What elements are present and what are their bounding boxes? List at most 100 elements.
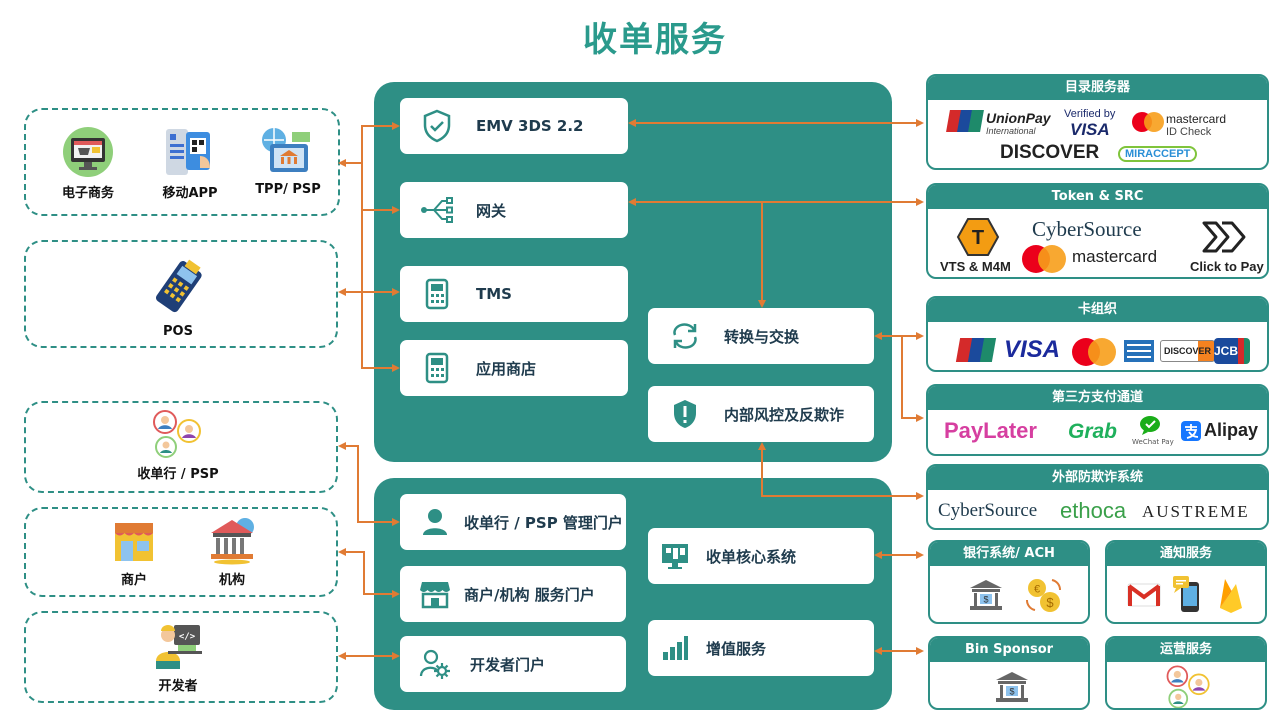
gateway-box[interactable]: 网关 [400, 182, 628, 238]
risk-label: 内部风控及反欺诈 [724, 405, 845, 424]
card-visa-text: VISA [1004, 336, 1061, 363]
svg-text:€: € [1034, 584, 1040, 596]
developer-label: 开发者 [158, 679, 198, 694]
user-gear-icon [419, 649, 450, 679]
card-jcb-logo: JCB [1214, 338, 1250, 364]
app-store-label: 应用商店 [476, 359, 537, 378]
channel-developer: </> 开发者 [138, 621, 218, 694]
merchant-portal-box[interactable]: 商户/机构 服务门户 [400, 566, 626, 622]
pos-label: POS [163, 324, 193, 339]
tms-label: TMS [476, 285, 512, 303]
channel-institution: 机构 [192, 515, 272, 588]
mc-idcheck-text: mastercard [1166, 112, 1227, 126]
ops-title: 运营服务 [1107, 638, 1265, 662]
emv3ds-label: EMV 3DS 2.2 [476, 117, 584, 135]
developer-icon: </> [156, 625, 202, 669]
dashboard-icon [662, 544, 688, 569]
storefront-icon [420, 582, 450, 609]
card-unionpay-logo [955, 338, 997, 362]
bank-building-icon: $ [970, 580, 1002, 610]
token-title: Token & SRC [928, 185, 1267, 209]
acquirer-psp-label: 收单行 / PSP [137, 467, 219, 482]
core-system-box[interactable]: 收单核心系统 [648, 528, 874, 584]
tms-box[interactable]: TMS [400, 266, 628, 322]
sms-phone-icon [1173, 576, 1199, 612]
shield-check-icon [423, 109, 451, 143]
user-icon [423, 509, 447, 535]
notify-title: 通知服务 [1107, 542, 1265, 566]
card-mastercard-logo [1072, 338, 1116, 366]
click-to-pay-text: Click to Pay [1190, 259, 1264, 274]
unionpay-sub-text: International [986, 126, 1036, 136]
panel-third-party: 第三方支付通道 PayLater Grab WeChat Pay Alipay [926, 384, 1269, 456]
ethoca-text: ethoca [1060, 498, 1127, 523]
third-party-title: 第三方支付通道 [928, 386, 1267, 410]
ecommerce-label: 电子商务 [61, 186, 114, 201]
value-added-box[interactable]: 增值服务 [648, 620, 874, 676]
tpp-psp-icon [262, 128, 310, 172]
merchant-shop-icon [115, 523, 153, 561]
discover-text: DISCOVER [1000, 142, 1100, 163]
paylater-text: PayLater [944, 418, 1037, 443]
emv3ds-box[interactable]: EMV 3DS 2.2 [400, 98, 628, 154]
shield-alert-icon [674, 400, 696, 428]
svg-text:</>: </> [179, 632, 196, 642]
dev-portal-box[interactable]: 开发者门户 [400, 636, 626, 692]
unionpay-text: UnionPay [986, 110, 1051, 126]
click-to-pay-icon [1202, 221, 1246, 253]
panel-card-org: 卡组织 VISA DISCOVER JCB [926, 296, 1269, 372]
panel-bin-sponsor: Bin Sponsor $ [928, 636, 1090, 710]
alipay-icon [1181, 421, 1201, 441]
terminal-icon [425, 278, 449, 310]
token-mastercard-text: mastercard [1072, 247, 1158, 266]
verified-visa-text: VISA [1070, 120, 1110, 139]
channel-group-pos: POS [24, 240, 338, 348]
directory-title: 目录服务器 [928, 76, 1267, 100]
core-system-label: 收单核心系统 [706, 547, 797, 566]
channel-mobile-app: 移动APP [150, 126, 230, 201]
page-title: 收单服务 [583, 20, 727, 60]
ext-fraud-title: 外部防欺诈系统 [928, 466, 1267, 490]
acq-portal-box[interactable]: 收单行 / PSP 管理门户 [400, 494, 626, 550]
channel-group-merchant: 商户 机构 [24, 507, 338, 597]
merchant-label: 商户 [120, 573, 147, 588]
exchange-arrows-icon [673, 323, 697, 349]
switching-box[interactable]: 转换与交换 [648, 308, 874, 364]
risk-box[interactable]: 内部风控及反欺诈 [648, 386, 874, 442]
channel-group-developer: </> 开发者 [24, 611, 338, 703]
bank-title: 银行系统/ ACH [930, 542, 1088, 566]
terminal-icon [425, 352, 449, 384]
app-store-box[interactable]: 应用商店 [400, 340, 628, 396]
mobile-app-icon [166, 129, 210, 175]
svg-text:$: $ [1009, 687, 1014, 697]
mobile-app-label: 移动APP [162, 186, 218, 201]
wechat-pay-text: WeChat Pay [1132, 438, 1174, 446]
austreme-text: AUSTREME [1142, 502, 1250, 521]
panel-token-src: Token & SRC T VTS & M4M CyberSource mast… [926, 183, 1269, 279]
alipay-text: Alipay [1204, 420, 1259, 440]
mir-accept-text: MIRACCEPT [1118, 146, 1198, 162]
fraud-cybersource-text: CyberSource [938, 500, 1038, 521]
pos-terminal-icon [155, 259, 202, 313]
panel-operations: 运营服务 [1105, 636, 1267, 710]
token-mastercard-logo [1022, 245, 1066, 273]
network-nodes-icon [421, 197, 453, 223]
svg-text:$: $ [983, 595, 988, 605]
institution-bank-icon [211, 518, 254, 565]
firebase-icon [1220, 579, 1242, 613]
tpp-psp-label: TPP/ PSP [255, 182, 321, 197]
mastercard-idcheck-logo [1132, 112, 1164, 132]
card-org-title: 卡组织 [928, 298, 1267, 322]
dev-portal-label: 开发者门户 [470, 655, 546, 674]
svg-text:T: T [972, 227, 984, 249]
panel-external-fraud: 外部防欺诈系统 CyberSource ethoca AUSTREME [926, 464, 1269, 530]
wechat-pay-icon [1140, 416, 1160, 435]
bar-chart-icon [663, 636, 688, 660]
panel-bank-ach: 银行系统/ ACH $ € $ [928, 540, 1090, 624]
switching-label: 转换与交换 [724, 327, 800, 346]
channel-group-acquirer: 收单行 / PSP [24, 401, 338, 493]
currency-exchange-icon: € $ [1026, 579, 1062, 612]
grab-text: Grab [1068, 420, 1118, 443]
channel-group-online: 电子商务 移动APP TPP/ PSP [24, 108, 340, 216]
gmail-icon [1127, 583, 1161, 607]
